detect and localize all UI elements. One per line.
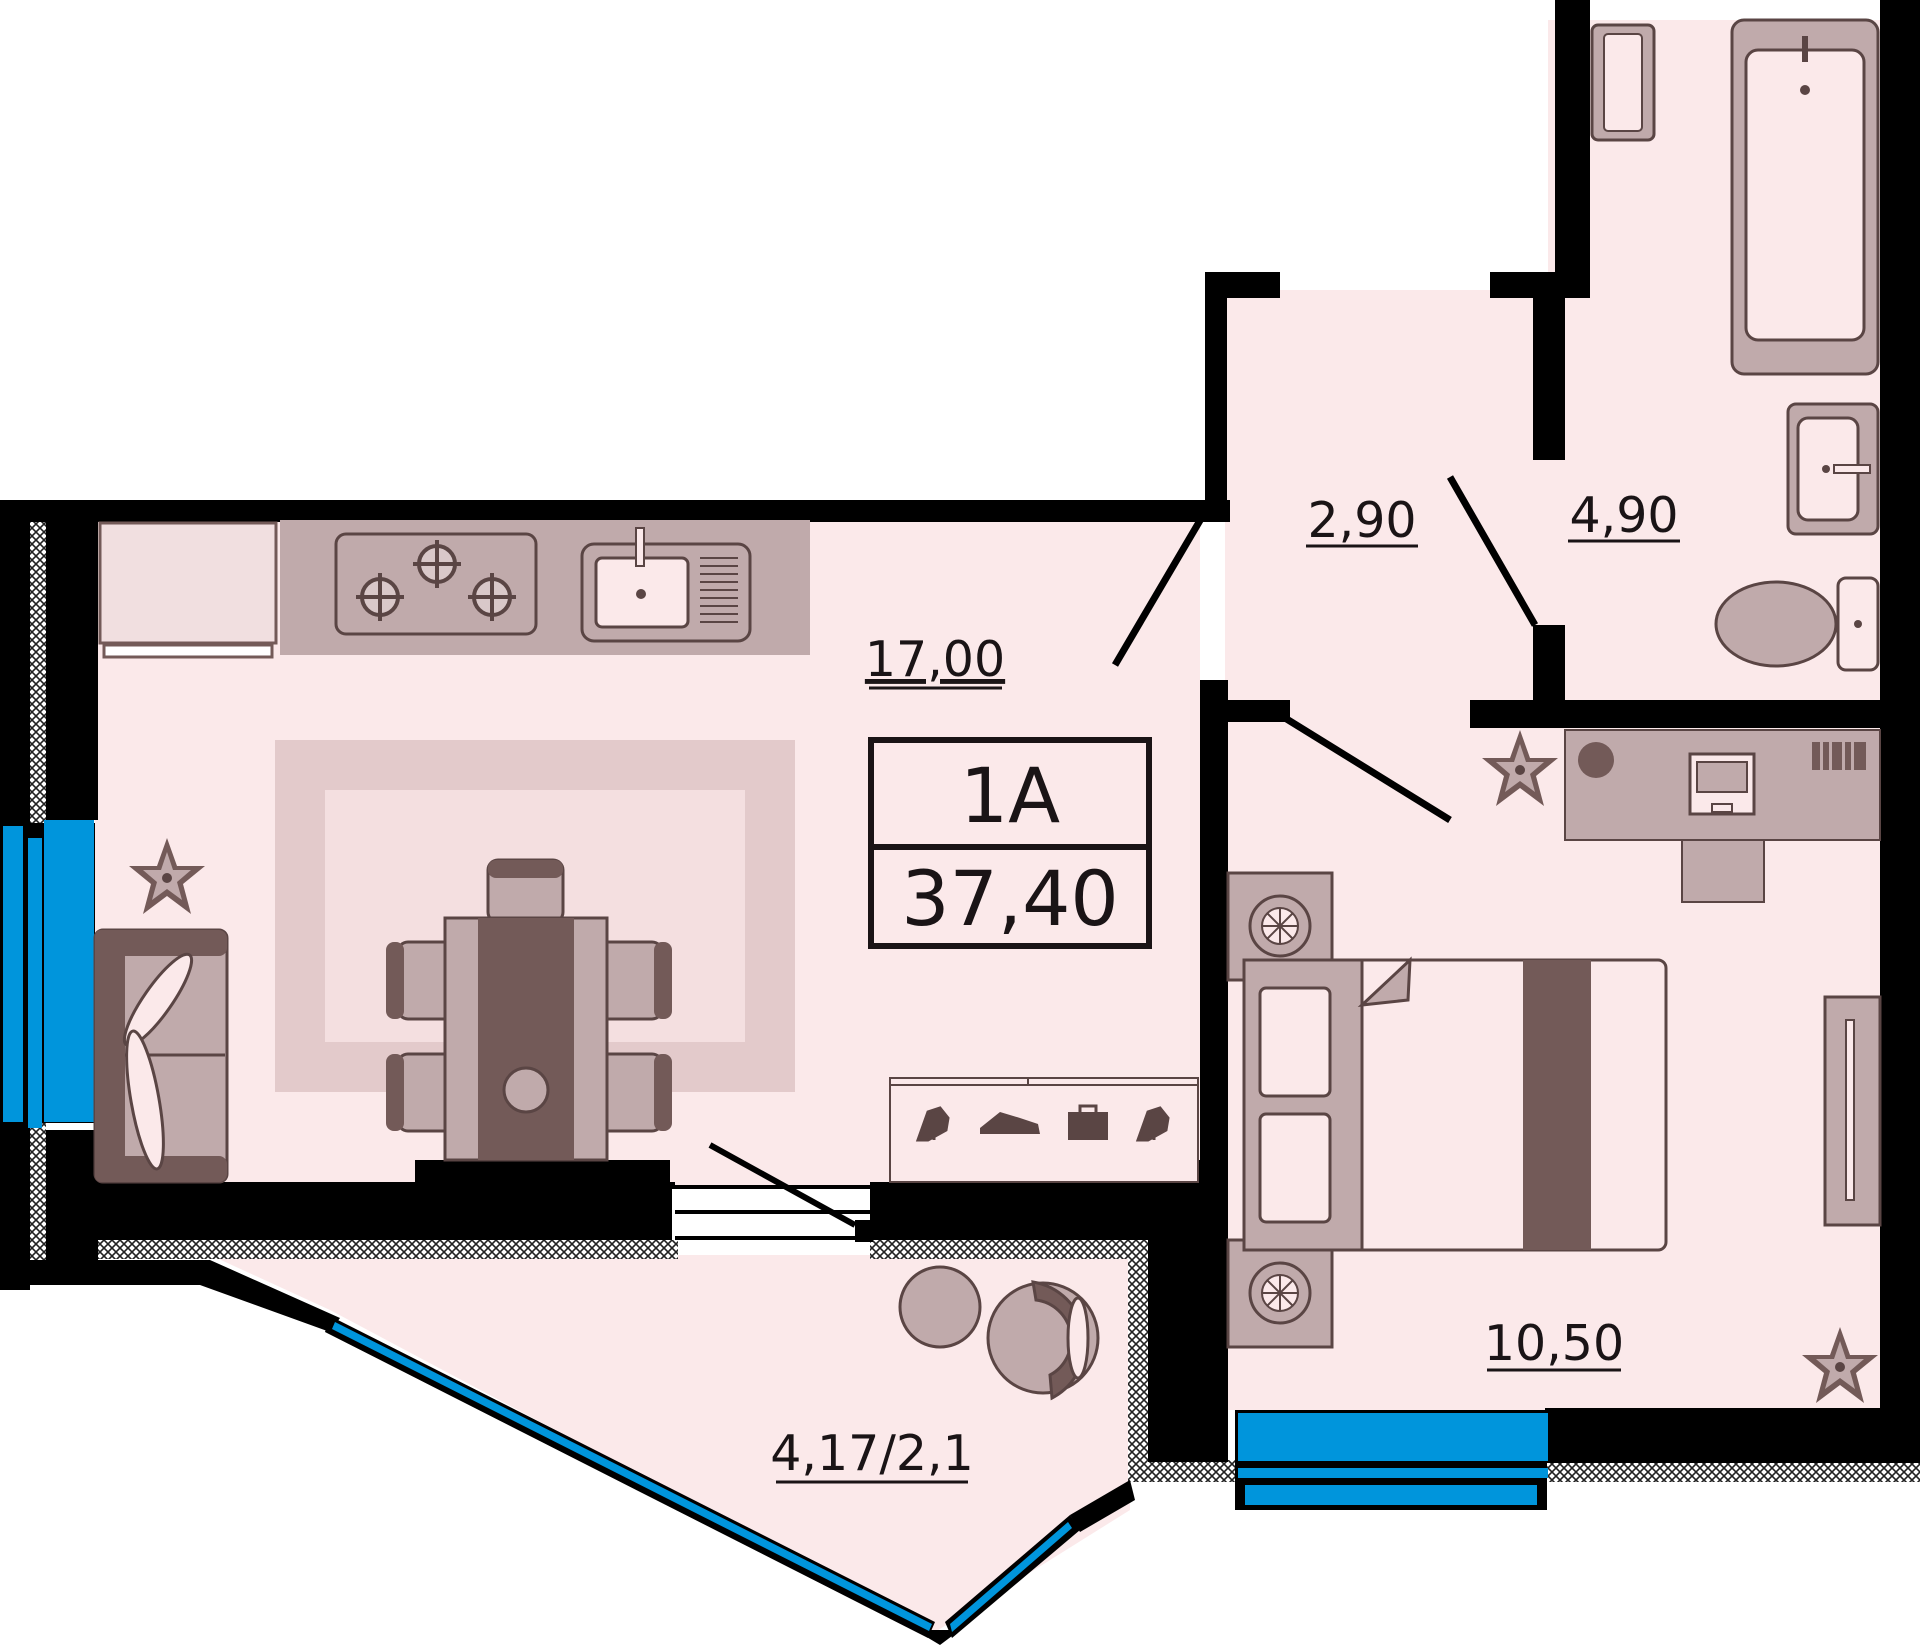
room-area-bedroom: 10,50	[1484, 1315, 1624, 1372]
room-area-balcony: 4,17/2,1	[770, 1425, 974, 1482]
books-icon	[1812, 742, 1866, 770]
fridge	[98, 521, 278, 645]
windows	[0, 820, 1548, 1638]
sofa	[93, 928, 229, 1184]
door-swings	[1111, 475, 1539, 823]
toilet	[1714, 576, 1880, 672]
apartment-type: 1A	[960, 751, 1060, 840]
burner-icon	[356, 540, 516, 621]
lamp-icon	[1248, 894, 1312, 958]
apartment-total-area: 37,40	[901, 854, 1119, 943]
balcony-floor	[210, 1255, 1130, 1632]
armchair	[986, 1280, 1100, 1401]
laptop-icon	[1688, 752, 1756, 816]
heel-icon	[915, 1106, 950, 1142]
wardrobe-mirror	[1823, 995, 1882, 1227]
shoe-rack	[889, 1077, 1199, 1183]
bathroom-fixtures	[1590, 18, 1880, 672]
wall-insulation	[28, 500, 1920, 1482]
lamp-icon	[1248, 1261, 1312, 1325]
apartment-label: 1A 37,40	[868, 737, 1152, 949]
room-area-labels: 17,00 2,90 4,90 10,50 4,17/2,1	[770, 487, 1680, 1484]
room-area-hallway: 2,90	[1307, 492, 1416, 549]
room-area-bathroom: 4,90	[1569, 487, 1678, 544]
heel-icon	[1135, 1106, 1170, 1142]
plant-icon	[1482, 730, 1558, 806]
desk	[1564, 729, 1881, 903]
kitchen-counter	[98, 520, 810, 659]
plant-icon	[129, 838, 205, 914]
plant-icon	[1802, 1327, 1878, 1403]
balcony-furniture	[898, 1265, 1100, 1401]
briefcase-icon	[1068, 1104, 1108, 1140]
bed	[1226, 871, 1668, 1349]
sneaker-icon	[980, 1112, 1040, 1134]
hallway-floor	[1225, 290, 1552, 700]
balcony-door	[672, 1142, 873, 1242]
dining-set	[386, 858, 672, 1162]
room-area-kitchen: 17,00	[865, 631, 1005, 688]
coffee-table	[898, 1265, 982, 1349]
